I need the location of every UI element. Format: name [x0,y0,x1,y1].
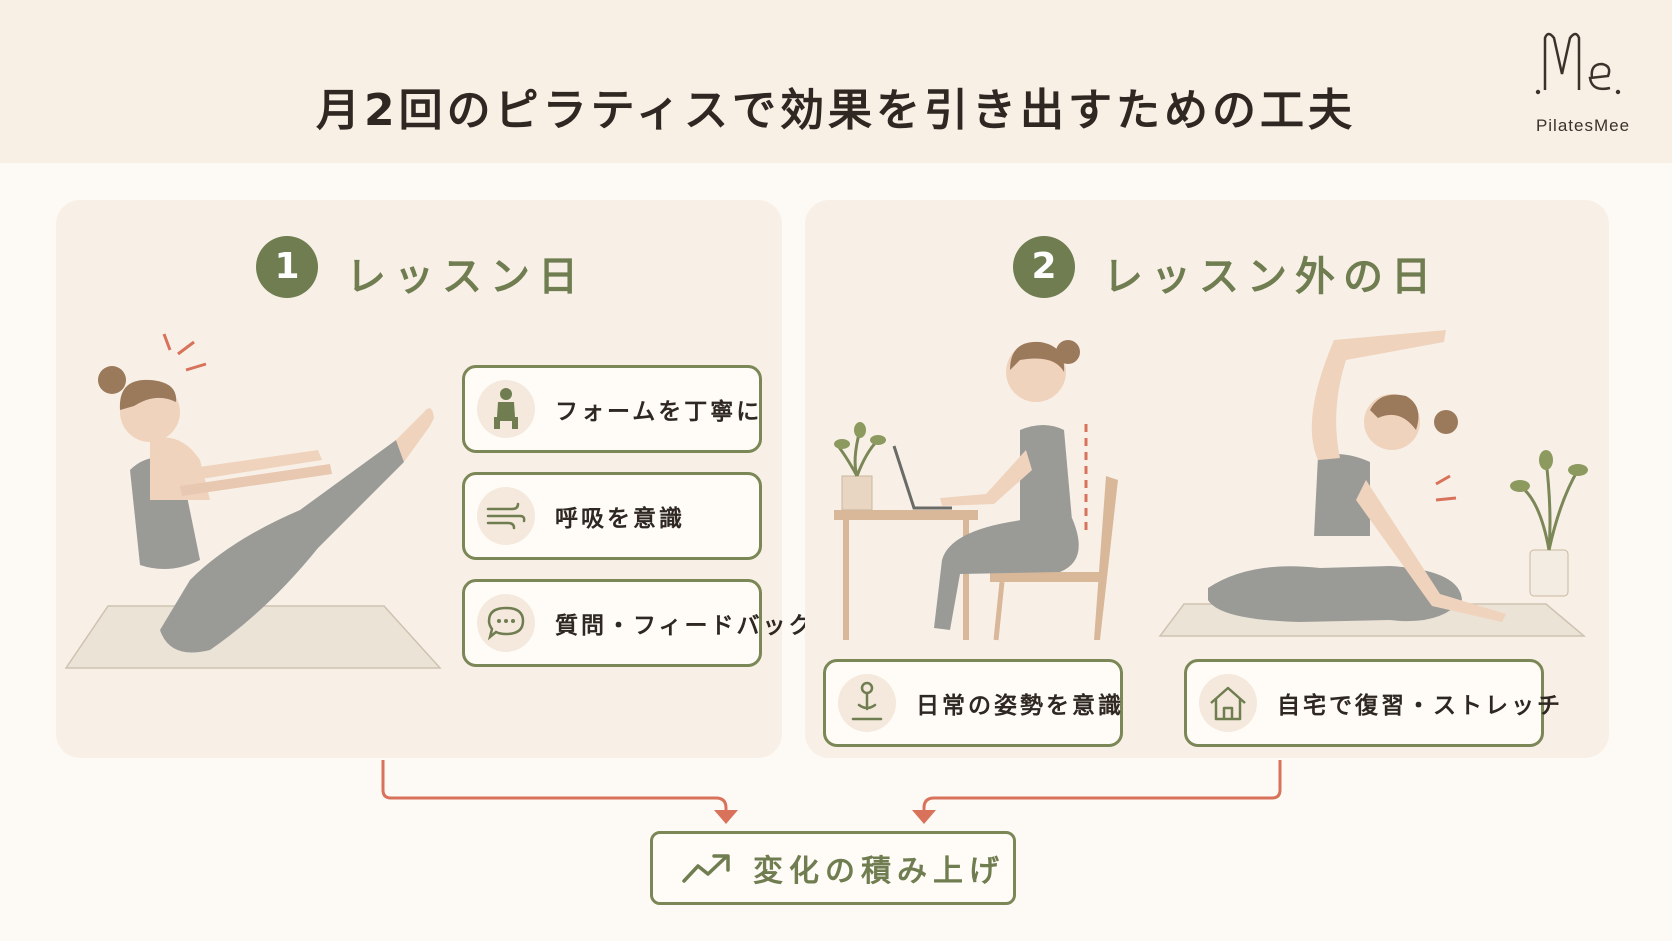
house-icon [1199,674,1257,732]
page-title: 月2回のピラティスで効果を引き出すための工夫 [316,85,1356,136]
card-posture: 日常の姿勢を意識 [823,659,1123,747]
header-band [0,0,1672,163]
step-number-2: 2 [1013,236,1075,298]
card-home-stretch: 自宅で復習・ストレッチ [1184,659,1560,747]
trend-up-icon [682,854,730,883]
card-posture-label: 日常の姿勢を意識 [916,693,1124,719]
chat-bubble-icon [477,594,535,652]
result-box: 変化の積み上げ [650,831,1016,905]
card-feedback-label: 質問・フィードバック [555,613,815,639]
lesson-day-title: レッスン日 [346,254,586,300]
card-form-label: フォームを丁寧に [555,399,763,425]
step-number-1: 1 [256,236,318,298]
result-label: 変化の積み上げ [753,854,1005,889]
wind-icon [477,487,535,545]
logo-text: PilatesMee [1535,116,1631,135]
pilatesmee-logo-icon [1535,32,1621,95]
card-breathing-label: 呼吸を意識 [555,506,685,532]
card-home-stretch-label: 自宅で復習・ストレッチ [1277,693,1563,719]
posture-icon [838,674,896,732]
squat-figure-icon [477,380,535,438]
card-feedback: 質問・フィードバック [462,579,812,667]
off-day-title: レッスン外の日 [1103,254,1439,300]
card-breathing: 呼吸を意識 [462,472,762,560]
card-form: フォームを丁寧に [462,365,762,453]
